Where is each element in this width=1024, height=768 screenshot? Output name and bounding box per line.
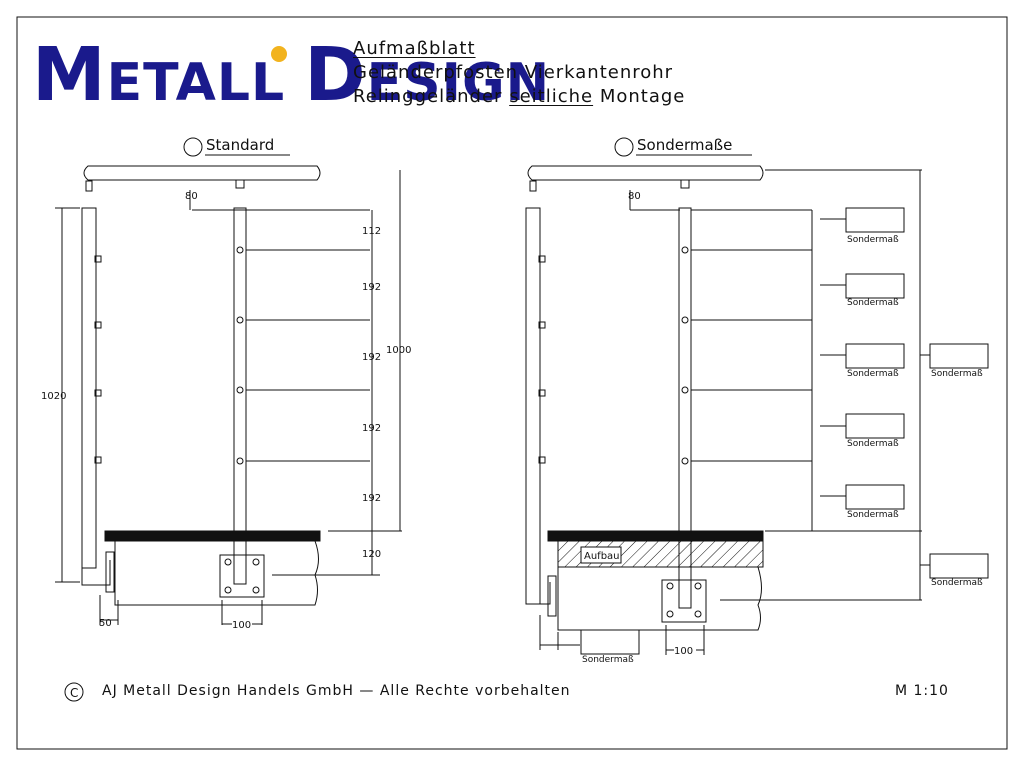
standard-dim-192b: 192 bbox=[362, 352, 381, 363]
subtitle-part-a: Relinggeländer bbox=[353, 86, 503, 107]
company-logo: METALL DESIGN bbox=[32, 32, 551, 118]
special-input-box-5 bbox=[845, 484, 905, 510]
standard-side-bolts bbox=[94, 255, 102, 464]
special-dim-80: 80 bbox=[628, 191, 641, 202]
standard-dim-192a: 192 bbox=[362, 282, 381, 293]
special-box-label-1: Sondermaß bbox=[847, 235, 899, 245]
subtitle-part-c: Montage bbox=[599, 86, 686, 107]
standard-view bbox=[55, 137, 402, 625]
standard-dim-100: 100 bbox=[232, 620, 251, 631]
special-box-label-offset: Sondermaß bbox=[582, 655, 634, 665]
standard-concrete bbox=[114, 540, 319, 606]
special-checkbox bbox=[614, 137, 634, 157]
copyright-symbol: C bbox=[70, 686, 78, 700]
standard-base-plate bbox=[219, 554, 265, 598]
special-floor-slab bbox=[547, 530, 764, 542]
drawing-scale: M 1:10 bbox=[895, 683, 949, 699]
standard-wall-plate-side bbox=[105, 551, 115, 593]
special-main-post bbox=[678, 207, 692, 609]
special-aufbau-label: Aufbau bbox=[584, 551, 620, 562]
special-input-box-1 bbox=[845, 207, 905, 233]
logo-dot bbox=[271, 46, 287, 62]
subtitle-part-b: seitliche bbox=[509, 86, 594, 107]
standard-dim-80: 80 bbox=[185, 191, 198, 202]
special-base-bolts bbox=[666, 582, 702, 618]
special-base-plate bbox=[661, 579, 707, 623]
standard-label: Standard bbox=[206, 136, 274, 154]
special-dim-100: 100 bbox=[674, 646, 693, 657]
sheet-subtitle: Geländerpfosten Vierkantenrohr bbox=[353, 62, 674, 83]
standard-dim-1020: 1020 bbox=[41, 391, 66, 402]
sheet-border bbox=[16, 16, 1008, 750]
standard-infill-rods bbox=[246, 249, 370, 462]
standard-dim-192c: 192 bbox=[362, 423, 381, 434]
special-input-box-3 bbox=[845, 343, 905, 369]
copyright-text: AJ Metall Design Handels GmbH — Alle Rec… bbox=[102, 683, 571, 699]
special-input-box-depth bbox=[929, 553, 989, 579]
standard-post-holes bbox=[236, 246, 244, 465]
standard-main-post bbox=[233, 207, 247, 585]
special-input-box-4 bbox=[845, 413, 905, 439]
standard-handrail bbox=[83, 165, 321, 181]
copyright-circle bbox=[64, 682, 84, 702]
special-box-label-3: Sondermaß bbox=[847, 369, 899, 379]
standard-base-bolts bbox=[224, 558, 260, 594]
special-label: Sondermaße bbox=[637, 136, 732, 154]
special-handrail bbox=[527, 165, 764, 181]
sheet-subtitle-2: Relinggeländer seitliche Montage bbox=[353, 86, 685, 107]
sheet-title: Aufmaßblatt bbox=[353, 38, 476, 59]
special-side-bolts bbox=[538, 255, 546, 464]
special-box-label-depth: Sondermaß bbox=[931, 578, 983, 588]
special-input-box-2 bbox=[845, 273, 905, 299]
standard-dim-120: 120 bbox=[362, 549, 381, 560]
special-view bbox=[525, 137, 989, 655]
standard-rail-holder-left bbox=[85, 180, 93, 192]
special-infill-rods bbox=[691, 209, 812, 462]
special-box-label-2: Sondermaß bbox=[847, 298, 899, 308]
special-box-label-4: Sondermaß bbox=[847, 439, 899, 449]
standard-dim-112: 112 bbox=[362, 226, 381, 237]
standard-side-post bbox=[81, 207, 97, 569]
special-box-label-5: Sondermaß bbox=[847, 510, 899, 520]
special-side-post bbox=[525, 207, 541, 605]
standard-dim-50: 50 bbox=[99, 618, 112, 629]
special-input-box-offset bbox=[580, 629, 640, 655]
standard-floor-slab bbox=[104, 530, 321, 542]
special-post-holes bbox=[681, 246, 689, 465]
standard-rail-holder-right bbox=[235, 179, 245, 189]
special-concrete bbox=[557, 566, 762, 631]
standard-dim-1000: 1000 bbox=[386, 345, 411, 356]
standard-dim-192d: 192 bbox=[362, 493, 381, 504]
standard-checkbox bbox=[183, 137, 203, 157]
special-post-foot bbox=[526, 582, 551, 605]
special-input-box-height bbox=[929, 343, 989, 369]
standard-post-foot bbox=[81, 560, 111, 586]
special-box-label-height: Sondermaß bbox=[931, 369, 983, 379]
